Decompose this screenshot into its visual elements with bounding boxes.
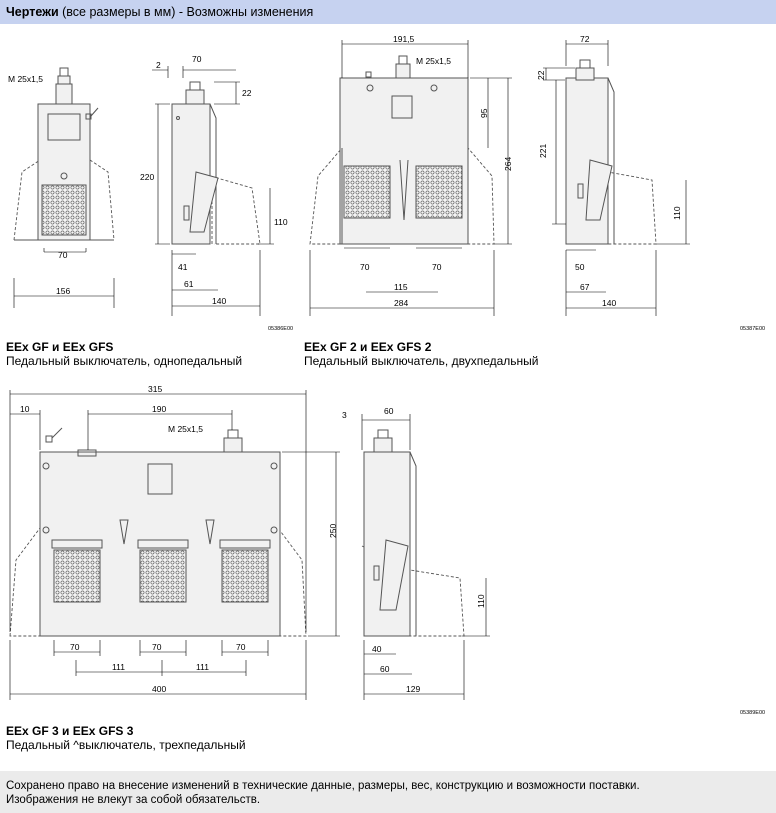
dim-label: 315 — [148, 384, 162, 394]
caption-title: EEx GF 3 и EEx GFS 3 — [6, 724, 134, 738]
disclaimer: Сохранено право на внесение изменений в … — [0, 771, 776, 813]
dim-label: 72 — [580, 34, 590, 44]
dim-label: 250 — [328, 524, 338, 538]
dim-label: 70 — [360, 262, 370, 272]
thread-label: M 25x1,5 — [168, 424, 203, 434]
thread-label: M 25x1,5 — [8, 74, 43, 84]
dim-label: 129 — [406, 684, 420, 694]
drawing-code: 05387E00 — [740, 326, 765, 332]
dim-label: 220 — [140, 172, 154, 182]
dim-label: 140 — [212, 296, 226, 306]
dim-label: 264 — [503, 157, 513, 171]
gf1-side-view: 2 70 22 220 110 41 61 140 05386E00 — [140, 54, 293, 332]
dim-label: 41 — [178, 262, 188, 272]
dim-label: 70 — [58, 250, 68, 260]
caption-subtitle: Педальный выключатель, однопедальный — [6, 354, 243, 368]
dim-label: 284 — [394, 298, 408, 308]
dim-label: 70 — [152, 642, 162, 652]
dim-label: 22 — [536, 70, 546, 80]
dim-label: 110 — [672, 206, 682, 220]
gf3-front-view: M 25x1,5 315 10 190 250 70 70 70 111 111… — [9, 384, 340, 700]
drawing-code: 05386E00 — [268, 326, 293, 332]
header-title: Чертежи — [6, 5, 59, 19]
gf3-side-view: 3 60 110 40 60 129 05389E00 — [342, 406, 765, 716]
drawing-code: 05389E00 — [740, 710, 765, 716]
dim-label: 60 — [384, 406, 394, 416]
dim-label: 95 — [479, 108, 489, 118]
caption-gf1: EEx GF и EEx GFS Педальный выключатель, … — [6, 340, 242, 368]
gf2-front-view: M 25x1,5 191,5 95 264 70 70 115 284 — [309, 34, 513, 316]
dim-label: 140 — [602, 298, 616, 308]
thread-label: M 25x1,5 — [416, 56, 451, 66]
dim-label: 111 — [196, 662, 209, 672]
dim-label: 115 — [394, 282, 408, 292]
dim-label: 67 — [580, 282, 590, 292]
caption-title: EEx GF и EEx GFS — [6, 340, 114, 354]
caption-subtitle: Педальный ^выключатель, трехпедальный — [6, 738, 246, 752]
header-note: (все размеры в мм) - Возможны изменения — [58, 5, 314, 19]
dim-label: 70 — [70, 642, 80, 652]
dim-label: 190 — [152, 404, 166, 414]
disclaimer-line: Сохранено право на внесение изменений в … — [6, 780, 640, 792]
dim-label: 60 — [380, 664, 390, 674]
dim-label: 110 — [476, 594, 486, 608]
dim-label: 70 — [192, 54, 202, 64]
disclaimer-line: Изображения не влекут за собой обязатель… — [6, 794, 261, 806]
caption-title: EEx GF 2 и EEx GFS 2 — [304, 340, 432, 354]
dim-label: 3 — [342, 410, 347, 420]
dim-label: 50 — [575, 262, 585, 272]
dim-label: 70 — [432, 262, 442, 272]
section-header: Чертежи (все размеры в мм) - Возможны из… — [0, 0, 776, 24]
gf2-side-view: 72 22 221 110 50 67 140 05387E00 — [536, 34, 765, 332]
dim-label: 2 — [156, 60, 161, 70]
dim-label: 400 — [152, 684, 166, 694]
dim-label: 221 — [538, 144, 548, 158]
dim-label: 111 — [112, 662, 125, 672]
dim-label: 10 — [20, 404, 30, 414]
dim-label: 70 — [236, 642, 246, 652]
dim-label: 40 — [372, 644, 382, 654]
caption-subtitle: Педальный выключатель, двухпедальный — [304, 354, 539, 368]
caption-gf2: EEx GF 2 и EEx GFS 2 Педальный выключате… — [304, 340, 539, 368]
dim-label: 22 — [242, 88, 252, 98]
gf1-front-view: M 25x1,5 70 156 — [8, 67, 115, 308]
dim-label: 191,5 — [393, 34, 415, 44]
caption-gf3: EEx GF 3 и EEx GFS 3 Педальный ^выключат… — [6, 724, 246, 752]
dim-label: 61 — [184, 279, 194, 289]
dim-label: 110 — [274, 217, 288, 227]
dim-label: 156 — [56, 286, 70, 296]
